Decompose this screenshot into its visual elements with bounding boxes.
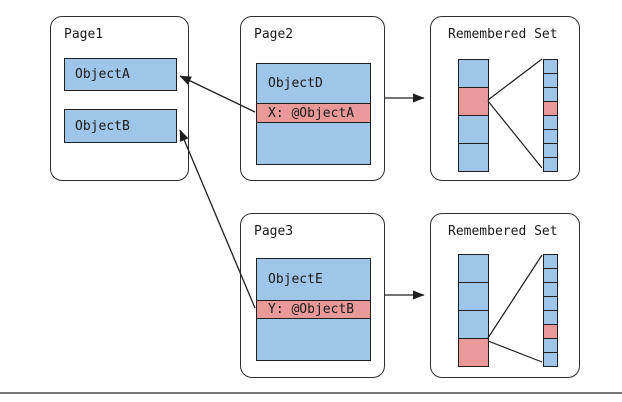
object-e-header: ObjectE bbox=[256, 258, 371, 301]
bit-cell bbox=[543, 157, 558, 172]
remembered-set-2-box: Remembered Set bbox=[430, 213, 580, 378]
object-e-field-label: Y: @ObjectB bbox=[268, 302, 355, 317]
remembered-set-2-title: Remembered Set bbox=[448, 224, 558, 239]
page3-label: Page3 bbox=[254, 224, 294, 239]
bit-cell bbox=[543, 324, 558, 339]
remembered-set-1-cards bbox=[458, 59, 489, 172]
bit-cell bbox=[543, 310, 558, 325]
remembered-set-2-bitmap bbox=[543, 254, 558, 367]
bit-cell bbox=[543, 338, 558, 353]
object-d-block: ObjectD X: @ObjectA bbox=[256, 63, 371, 165]
object-a: ObjectA bbox=[64, 58, 177, 91]
page3-box: Page3 ObjectE Y: @ObjectB bbox=[240, 213, 385, 378]
object-e-block: ObjectE Y: @ObjectB bbox=[256, 258, 371, 361]
bit-cell bbox=[543, 143, 558, 158]
remembered-set-1-box: Remembered Set bbox=[430, 16, 580, 181]
object-d-header: ObjectD bbox=[256, 63, 371, 104]
bit-cell bbox=[543, 254, 558, 269]
card-cell bbox=[458, 254, 489, 283]
bit-cell bbox=[543, 296, 558, 311]
bit-cell bbox=[543, 59, 558, 74]
card-cell bbox=[458, 87, 489, 116]
page2-label: Page2 bbox=[254, 27, 294, 42]
bit-cell bbox=[543, 282, 558, 297]
object-a-label: ObjectA bbox=[75, 67, 130, 82]
card-cell bbox=[458, 115, 489, 144]
page2-box: Page2 ObjectD X: @ObjectA bbox=[240, 16, 385, 181]
card-cell bbox=[458, 143, 489, 172]
page1-box: Page1 ObjectA ObjectB bbox=[50, 16, 189, 181]
object-e-field-y: Y: @ObjectB bbox=[256, 300, 371, 319]
remembered-set-1-bitmap bbox=[543, 59, 558, 172]
object-d-label: ObjectD bbox=[268, 76, 323, 91]
object-b-label: ObjectB bbox=[75, 118, 130, 134]
card-cell bbox=[458, 310, 489, 339]
remembered-set-1-title: Remembered Set bbox=[448, 27, 558, 42]
card-cell bbox=[458, 338, 489, 367]
object-d-body bbox=[256, 122, 371, 165]
object-b: ObjectB bbox=[64, 109, 177, 143]
remembered-set-2-cards bbox=[458, 254, 489, 367]
bit-cell bbox=[543, 352, 558, 367]
object-d-field-label: X: @ObjectA bbox=[268, 105, 355, 121]
bit-cell bbox=[543, 87, 558, 102]
bit-cell bbox=[543, 101, 558, 116]
bit-cell bbox=[543, 268, 558, 283]
object-e-label: ObjectE bbox=[268, 272, 323, 287]
object-d-field-x: X: @ObjectA bbox=[256, 103, 371, 123]
bit-cell bbox=[543, 73, 558, 88]
bit-cell bbox=[543, 115, 558, 130]
card-cell bbox=[458, 59, 489, 88]
card-cell bbox=[458, 282, 489, 311]
object-e-body bbox=[256, 318, 371, 361]
bit-cell bbox=[543, 129, 558, 144]
page1-label: Page1 bbox=[64, 27, 104, 42]
